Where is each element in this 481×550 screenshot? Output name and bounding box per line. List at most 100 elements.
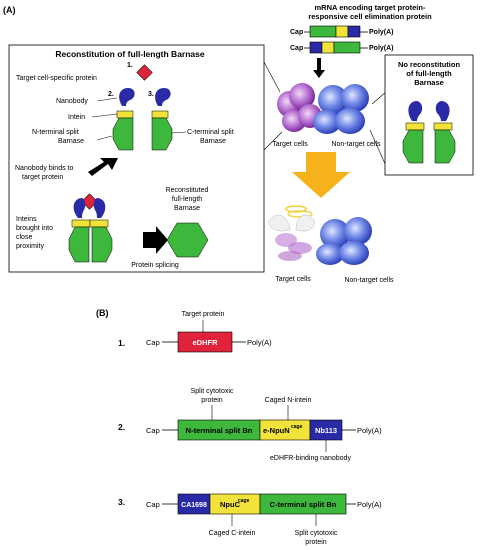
cells-before xyxy=(277,83,369,134)
n-terminal-split-bn-label: N-terminal split Bn xyxy=(186,426,253,435)
reconstitution-title: Reconstitution of full-length Barnase xyxy=(55,49,204,59)
green-segment xyxy=(333,41,361,54)
mrna-construct-1: Cap Poly(A) xyxy=(290,25,394,38)
reconstituted-label-line1: Reconstituted xyxy=(166,187,209,194)
intein-block xyxy=(433,122,453,131)
yellow-segment xyxy=(321,41,335,54)
no-recon-line2: of full-length xyxy=(406,69,452,78)
polya-label: Poly(A) xyxy=(247,338,272,347)
nontarget-cell-icon xyxy=(316,243,344,265)
n-terminal-half xyxy=(402,129,424,164)
caged-n-intein-label: Caged N-intein xyxy=(265,397,312,404)
c-terminal-split-bn-label: C-terminal split Bn xyxy=(270,500,337,509)
construct-2-number: 2. xyxy=(118,422,125,432)
nontarget-cells-label-after: Non-target cells xyxy=(344,277,394,284)
c-terminal-half xyxy=(91,226,113,263)
nontarget-cell-icon xyxy=(320,219,350,249)
inteins-label-line1: Inteins xyxy=(16,216,37,223)
nontarget-cell-icon xyxy=(339,241,369,265)
cap-label: Cap xyxy=(290,29,303,36)
construct-1-number: 1. xyxy=(118,338,125,348)
nontarget-cell-icon xyxy=(341,84,369,112)
binds-label-line2: target protein xyxy=(22,174,63,181)
target-cell-icon xyxy=(289,83,315,109)
polya-label: Poly(A) xyxy=(369,29,394,36)
unreconstituted-halves xyxy=(402,101,456,164)
nontarget-cell-icon xyxy=(313,110,341,134)
cap-label: Cap xyxy=(146,338,160,347)
yellow-segment xyxy=(335,25,349,38)
no-reconstitution-box xyxy=(384,54,474,176)
wing-icon xyxy=(295,214,316,232)
cells-after xyxy=(267,205,372,265)
e-npun-label: e-NpuN xyxy=(263,426,290,435)
splicing-arrow-icon xyxy=(143,226,168,254)
nanobody-icon xyxy=(93,198,106,218)
nontarget-cells-label: Non-target cells xyxy=(331,141,381,148)
nanobody-label: Nanobody xyxy=(56,98,88,105)
split-cytotoxic-protein-line1: Split cytotoxic xyxy=(295,530,338,537)
dead-target-cell-icon xyxy=(288,242,312,254)
npuc-label: NpuC xyxy=(220,500,241,509)
green-segment xyxy=(309,25,337,38)
ca1698-label: CA1698 xyxy=(181,502,207,509)
nontarget-cell-icon xyxy=(344,217,372,245)
intein-block xyxy=(89,219,109,228)
reconstituted-label-line2: full-length xyxy=(172,196,202,203)
inteins-label-line4: proximity xyxy=(16,243,45,250)
construct-1: 1. Target protein Cap eDHFR Poly(A) xyxy=(118,311,272,353)
e-npun-cage-superscript: cage xyxy=(291,424,303,430)
nanobody-icon xyxy=(73,198,86,218)
bound-complex xyxy=(68,193,113,263)
split-cytotoxic-label-line2: protein xyxy=(201,397,223,404)
n-split-label-line1: N-terminal split xyxy=(32,129,79,136)
inteins-label-line2: brought into xyxy=(16,225,53,232)
full-length-barnase-hexagon xyxy=(166,222,209,258)
cap-label: Cap xyxy=(290,45,303,52)
construct-3-number: 3. xyxy=(118,497,125,507)
nontarget-cell-icon xyxy=(318,85,348,115)
blue-segment xyxy=(309,41,323,54)
down-arrow-icon xyxy=(313,58,325,78)
n-terminal-half xyxy=(112,117,134,151)
halo-icon xyxy=(285,205,307,213)
cap-label: Cap xyxy=(146,426,160,435)
construct-2: 2. Split cytotoxic protein Caged N-intei… xyxy=(118,388,382,462)
binds-label-line1: Nanobody binds to xyxy=(15,165,73,172)
inteins-label-line3: close xyxy=(16,234,32,241)
edhfr-nanobody-label: eDHFR-binding nanobody xyxy=(270,455,351,462)
target-cells-label: Target cells xyxy=(272,141,308,148)
polya-label: Poly(A) xyxy=(369,45,394,52)
no-recon-line3: Barnase xyxy=(414,78,444,87)
nb113-label: Nb113 xyxy=(315,426,337,435)
no-recon-line1: No reconstitution xyxy=(398,60,460,69)
splicing-label: Protein splicing xyxy=(131,262,179,269)
intein-block xyxy=(151,110,169,119)
npuc-cage-superscript: cage xyxy=(238,498,250,504)
polya-label: Poly(A) xyxy=(357,426,382,435)
intein-block xyxy=(71,219,91,228)
target-protein-caption: Target protein xyxy=(182,311,225,318)
nanobody-icon xyxy=(408,101,423,121)
binding-arrow-icon xyxy=(88,158,118,176)
edhfr-label: eDHFR xyxy=(192,338,218,347)
split-cytotoxic-label-line1: Split cytotoxic xyxy=(191,388,234,395)
dead-target-cell-icon xyxy=(275,233,297,247)
mrna-title-line1: mRNA encoding target protein- xyxy=(315,3,426,12)
target-protein-diamond-icon xyxy=(136,64,153,81)
mrna-construct-2: Cap Poly(A) xyxy=(290,41,394,54)
orange-down-arrow-icon xyxy=(292,152,350,198)
target-protein-label: Target cell-specific protein xyxy=(16,75,97,82)
step-2-label: 2. xyxy=(108,91,114,98)
n-terminal-split-barnase-unit xyxy=(112,88,135,151)
target-cells-label-after: Target cells xyxy=(275,276,311,283)
nanobody-icon xyxy=(435,101,450,121)
construct-3: 3. Cap CA1698 NpuC cage C-terminal split… xyxy=(118,493,382,546)
c-split-label-line2: Barnase xyxy=(200,138,226,145)
wing-icon xyxy=(267,214,291,232)
mrna-title-line2: responsive cell elimination protein xyxy=(308,12,432,21)
step-1-label: 1. xyxy=(127,62,133,69)
nanobody-icon xyxy=(155,88,171,106)
c-terminal-split-barnase-unit xyxy=(151,88,173,151)
